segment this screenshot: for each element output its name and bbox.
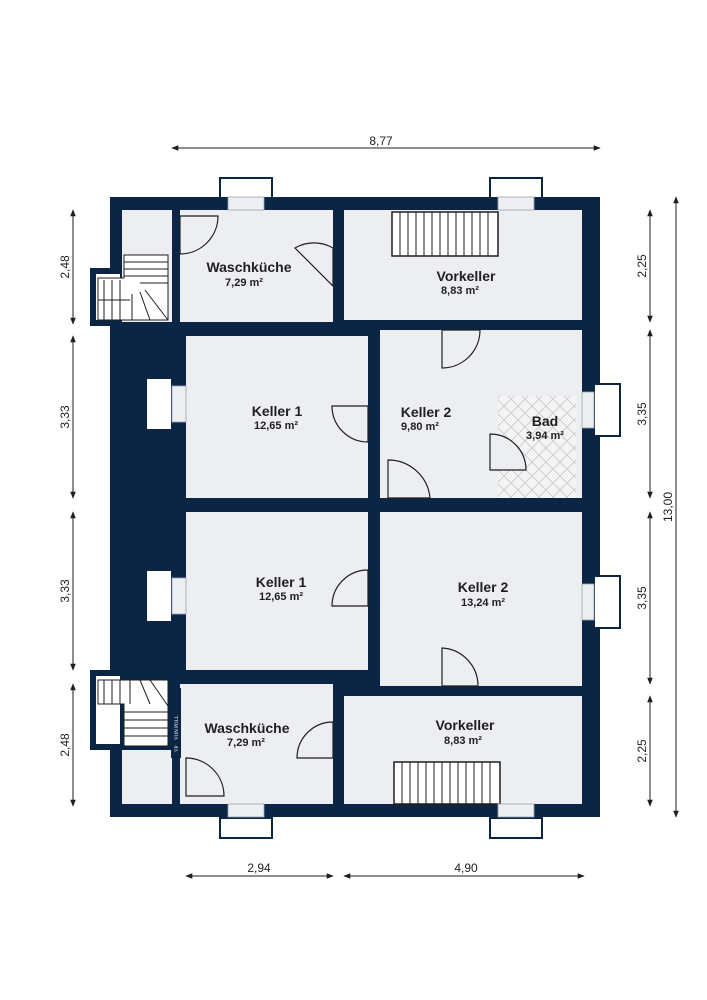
room-area-vorkeller-top: 8,83 m² [441, 285, 479, 297]
staircase-bottom [97, 679, 169, 747]
dim-left-2: 3,33 [58, 405, 72, 429]
door-waschkueche-top-2 [294, 242, 334, 288]
window-right-1 [593, 383, 621, 437]
dim-bottom-right: 4,90 [454, 861, 478, 875]
dim-top-width: 8,77 [369, 134, 393, 148]
door-bad [489, 433, 527, 471]
room-name-vorkeller-bottom: Vorkeller [436, 717, 495, 733]
room-name-keller1-top: Keller 1 [252, 403, 303, 419]
door-vorkeller-bottom [296, 721, 334, 759]
room-area-keller2-bottom: 13,24 m² [461, 597, 505, 609]
floor-stair-bottom [122, 750, 172, 804]
door-waschkueche-bottom [185, 757, 225, 797]
staircase-top [97, 254, 169, 321]
room-area-keller2-top: 9,80 m² [401, 421, 439, 433]
door-keller2-bottom [441, 647, 479, 687]
floor-keller2-bottom [380, 512, 582, 686]
window-top-left [219, 177, 273, 199]
doors [179, 215, 527, 797]
room-labels: Waschküche 7,29 m² Vorkeller 8,83 m² Kel… [204, 259, 564, 749]
room-area-bad: 3,94 m² [526, 430, 564, 442]
stairs-vorkeller-bottom [393, 761, 501, 805]
window-left-1 [145, 377, 173, 431]
window-top-right [489, 177, 543, 199]
window-right-2 [593, 575, 621, 629]
room-name-keller2-top: Keller 2 [401, 404, 452, 420]
room-name-bad: Bad [532, 413, 558, 429]
logo-text: VON POLL [175, 715, 180, 740]
window-bottom-right [489, 817, 543, 839]
dim-right-2: 3,35 [635, 402, 649, 426]
door-vorkeller-top [441, 329, 481, 369]
dim-left-1: 2,48 [58, 255, 72, 279]
von-poll-logo: VP VON POLL [171, 688, 181, 758]
room-name-waschkueche-bottom: Waschküche [204, 720, 289, 736]
room-area-keller1-bottom: 12,65 m² [259, 591, 303, 603]
dimension-labels: 8,77 2,48 3,33 3,33 2,48 2,25 3,35 3,35 … [58, 134, 675, 875]
dim-bottom-left: 2,94 [247, 861, 271, 875]
door-keller2-top [387, 459, 431, 499]
window-left-2 [145, 569, 173, 623]
dim-left-4: 2,48 [58, 733, 72, 757]
room-area-keller1-top: 12,65 m² [254, 420, 298, 432]
room-name-keller1-bottom: Keller 1 [256, 574, 307, 590]
window-glass [171, 196, 595, 818]
dim-right-1: 2,25 [635, 254, 649, 278]
dim-right-total: 13,00 [661, 492, 675, 522]
windows [145, 177, 621, 839]
dim-right-3: 3,35 [635, 586, 649, 610]
door-keller1-bottom [331, 569, 369, 607]
room-name-vorkeller-top: Vorkeller [437, 268, 496, 284]
dimension-lines [70, 145, 679, 879]
stairs-vorkeller-top [391, 211, 499, 257]
window-bottom-left [219, 817, 273, 839]
logo-mark: VP [175, 745, 180, 752]
dim-left-3: 3,33 [58, 579, 72, 603]
room-area-waschkueche-top: 7,29 m² [225, 277, 263, 289]
door-keller1-top [331, 405, 369, 443]
room-area-vorkeller-bottom: 8,83 m² [444, 735, 482, 747]
room-name-waschkueche-top: Waschküche [206, 259, 291, 275]
room-name-keller2-bottom: Keller 2 [458, 579, 509, 595]
door-waschkueche-top-1 [179, 215, 219, 255]
dim-right-4: 2,25 [635, 739, 649, 763]
room-area-waschkueche-bottom: 7,29 m² [227, 737, 265, 749]
